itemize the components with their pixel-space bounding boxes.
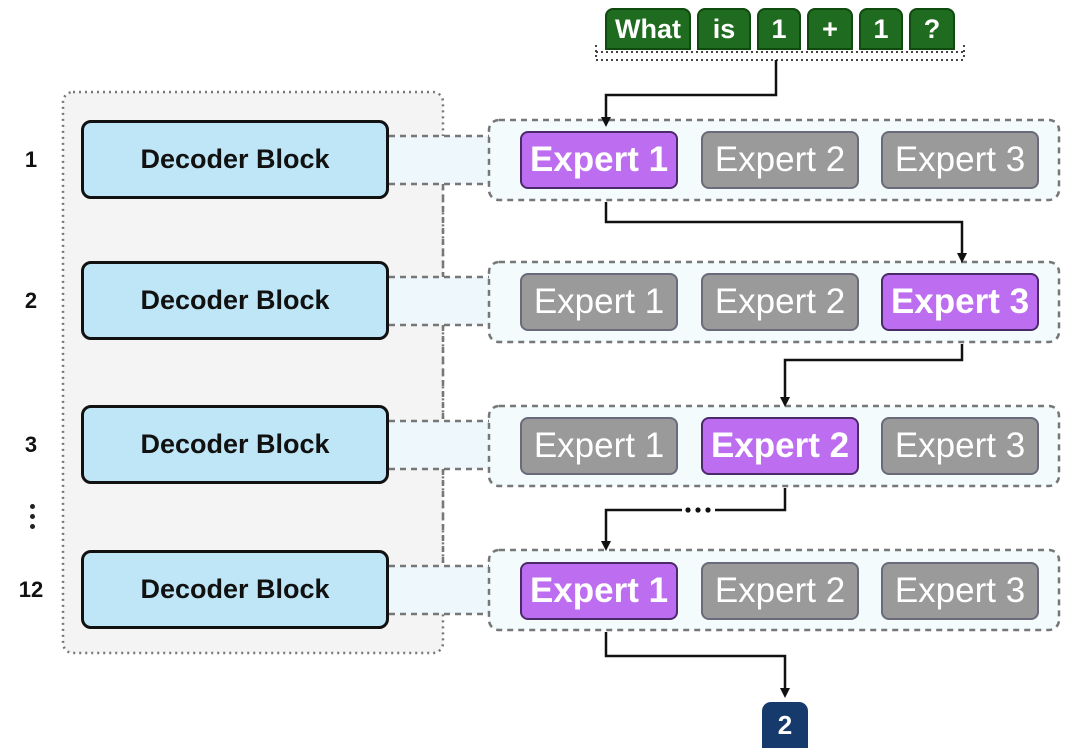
decoder-stack-panel: [61, 90, 445, 655]
expert-box: Expert 1: [520, 562, 678, 620]
expert-box: Expert 2: [701, 562, 859, 620]
layer-number: 2: [24, 288, 38, 313]
expert-box: Expert 3: [881, 417, 1039, 475]
expert-box: Expert 2: [701, 417, 859, 475]
expert-box: Expert 3: [881, 131, 1039, 189]
decoder-block: Decoder Block: [81, 405, 389, 484]
layer-number: 3: [24, 432, 38, 457]
input-token: 1: [757, 8, 801, 50]
vertical-ellipsis-icon: [30, 504, 36, 534]
input-token: What: [605, 8, 691, 50]
decoder-block: Decoder Block: [81, 120, 389, 199]
ellipsis-dots: [685, 507, 711, 513]
expert-box: Expert 1: [520, 131, 678, 189]
expert-box: Expert 2: [701, 273, 859, 331]
output-token: 2: [762, 702, 808, 748]
expert-box: Expert 3: [881, 562, 1039, 620]
decoder-block: Decoder Block: [81, 550, 389, 629]
input-token: +: [807, 8, 853, 50]
layer-connectors: [389, 118, 1061, 632]
decoder-block: Decoder Block: [81, 261, 389, 340]
layer-number: 12: [18, 577, 44, 602]
routing-arrows: [601, 60, 967, 698]
expert-box: Expert 1: [520, 417, 678, 475]
expert-box: Expert 2: [701, 131, 859, 189]
layer-number: 1: [24, 147, 38, 172]
expert-box: Expert 1: [520, 273, 678, 331]
input-token: 1: [859, 8, 903, 50]
input-token: is: [697, 8, 751, 50]
expert-box: Expert 3: [881, 273, 1039, 331]
input-token: ?: [909, 8, 955, 50]
